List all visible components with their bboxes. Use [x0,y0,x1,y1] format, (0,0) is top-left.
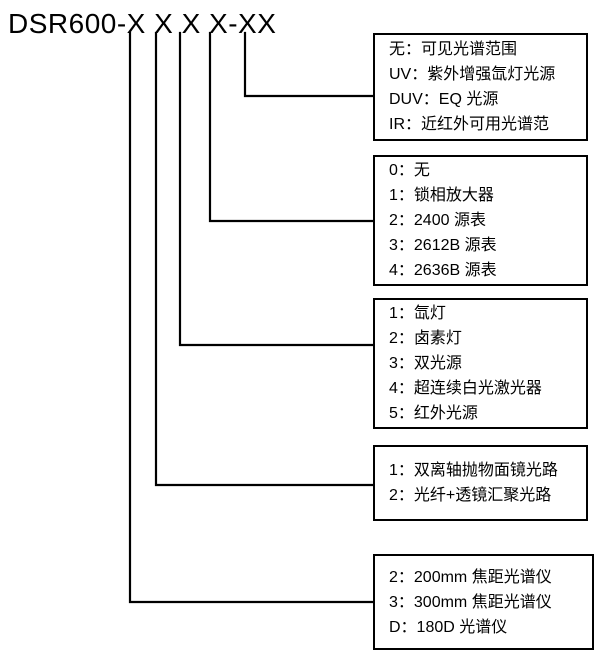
option-line: 3：双光源 [389,355,462,372]
option-line: IR：近红外可用光谱范 [389,116,550,133]
leader-line-to-amplifier-source-meter [208,31,375,223]
option-line: 3：300mm 焦距光谱仪 [389,593,552,611]
option-box-spectrometer: 2：200mm 焦距光谱仪 3：300mm 焦距光谱仪 D：180D 光谱仪 [373,554,594,650]
option-line: 2：2400 源表 [389,212,486,229]
model-number-title: DSR600-X X X X-XX [8,8,277,39]
option-box-amplifier-source-meter: 0：无 1：锁相放大器 2：2400 源表 3：2612B 源表 4：2636B… [373,155,588,286]
option-box-optical-path: 1：双离轴抛物面镜光路 2：光纤+透镜汇聚光路 [373,445,588,521]
leader-line-to-spectral-range [243,31,375,98]
option-line: 1：锁相放大器 [389,187,494,204]
option-line: 0：无 [389,162,430,179]
option-line: 1：氙灯 [389,305,446,322]
option-line: D：180D 光谱仪 [389,618,508,636]
option-line: 2：光纤+透镜汇聚光路 [389,487,552,504]
option-line: 2：卤素灯 [389,330,462,347]
leader-line-to-optical-path [154,31,375,487]
leader-line-to-light-source [178,31,375,347]
option-line: DUV：EQ 光源 [389,91,499,108]
option-line: UV：紫外增强氙灯光源 [389,66,556,83]
option-line: 4：2636B 源表 [389,262,497,279]
option-line: 5：红外光源 [389,405,478,422]
option-line: 2：200mm 焦距光谱仪 [389,568,552,586]
option-box-light-source: 1：氙灯 2：卤素灯 3：双光源 4：超连续白光激光器 5：红外光源 [373,298,588,429]
option-line: 1：双离轴抛物面镜光路 [389,462,558,479]
option-line: 4：超连续白光激光器 [389,380,542,397]
option-line: 无：可见光谱范围 [389,41,518,58]
option-box-spectral-range: 无：可见光谱范围 UV：紫外增强氙灯光源 DUV：EQ 光源 IR：近红外可用光… [373,33,588,141]
leader-line-to-spectrometer [128,31,375,604]
option-line: 3：2612B 源表 [389,237,497,254]
